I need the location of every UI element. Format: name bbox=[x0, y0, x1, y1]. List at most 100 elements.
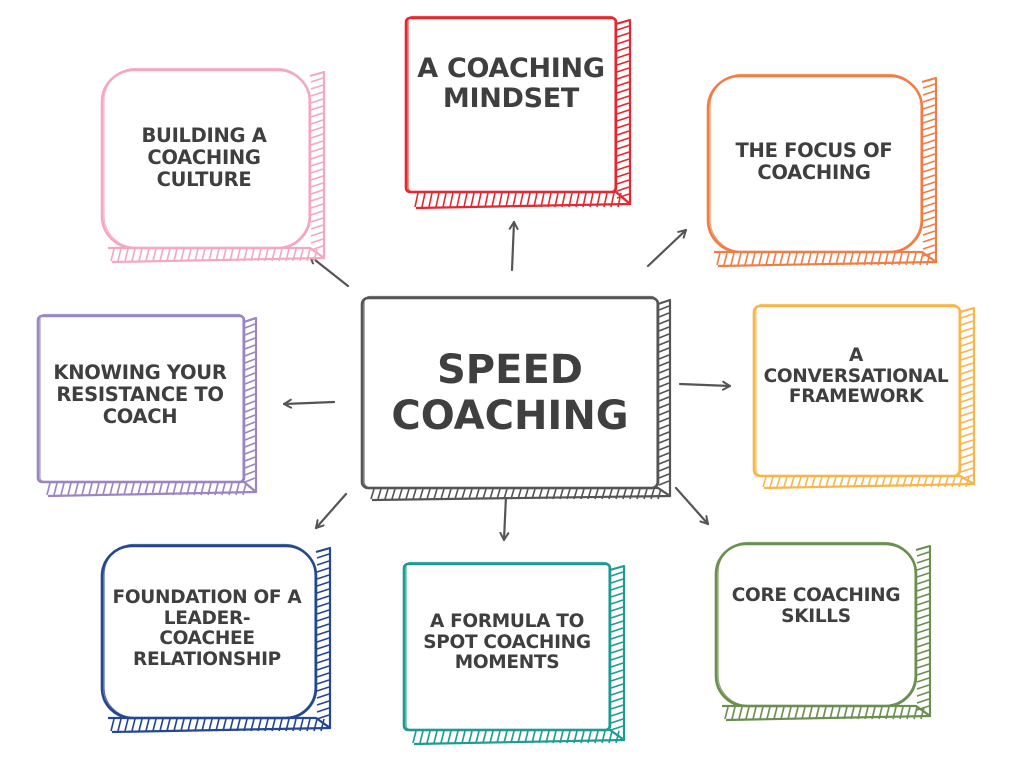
center-box-hatch bbox=[517, 488, 522, 500]
node-box-coaching-mindset-hatch bbox=[575, 192, 580, 208]
node-box-leader-coachee-hatch bbox=[320, 718, 325, 732]
node-box-leader-coachee bbox=[100, 543, 332, 734]
node-box-building-culture-hatch bbox=[131, 248, 136, 262]
node-box-coaching-mindset-hatch bbox=[610, 192, 615, 208]
node-box-leader-coachee-hatch bbox=[316, 714, 330, 720]
node-box-leader-coachee-hatch bbox=[138, 718, 143, 732]
node-box-conversational-framework-hatch bbox=[958, 476, 963, 488]
center-box-hatch bbox=[510, 488, 515, 500]
node-box-knowing-resistance-hatch bbox=[235, 482, 240, 496]
node-box-conversational-framework-hatch bbox=[960, 460, 974, 466]
node-box-leader-coachee-hatch bbox=[131, 718, 136, 732]
node-box-building-culture-hatch bbox=[236, 248, 241, 262]
node-box-leader-coachee-hatch bbox=[306, 718, 311, 732]
node-box-building-culture-hatch bbox=[310, 105, 324, 111]
node-box-knowing-resistance-hatch bbox=[165, 482, 170, 496]
node-box-conversational-framework-hatch bbox=[960, 467, 974, 473]
node-box-knowing-resistance-hatch bbox=[46, 482, 51, 496]
center-box-hatch bbox=[615, 488, 620, 500]
node-box-leader-coachee-hatch bbox=[250, 718, 255, 732]
node-box-conversational-framework-hatch bbox=[960, 425, 974, 431]
node-box-conversational-framework-hatch bbox=[960, 334, 974, 340]
node-box-coaching-mindset-hatch bbox=[484, 192, 489, 208]
node-box-building-culture-hatch bbox=[310, 161, 324, 167]
node-box-core-skills-hatch bbox=[916, 614, 930, 620]
node-box-coaching-mindset-hatch bbox=[616, 53, 630, 59]
center-box-hatch bbox=[658, 431, 670, 437]
node-box-focus-of-coaching-hatch bbox=[800, 252, 805, 266]
node-box-building-culture-front-sketch bbox=[103, 67, 310, 249]
node-box-focus-of-coaching-hatch bbox=[912, 252, 917, 266]
node-box-core-skills bbox=[714, 541, 932, 722]
node-box-formula-moments-hatch bbox=[594, 730, 599, 744]
node-box-conversational-framework-hatch bbox=[769, 476, 774, 488]
node-box-coaching-mindset-hatch bbox=[616, 130, 630, 136]
center-box-hatch bbox=[658, 473, 670, 479]
node-box-coaching-mindset bbox=[404, 15, 632, 210]
node-box-conversational-framework-hatch bbox=[960, 453, 974, 459]
center-box-hatch bbox=[370, 488, 375, 500]
node-box-knowing-resistance bbox=[36, 313, 258, 498]
node-box-conversational-framework-hatch bbox=[960, 313, 974, 319]
center-box-hatch bbox=[658, 445, 670, 451]
node-box-leader-coachee-hatch bbox=[173, 718, 178, 732]
node-box-core-skills-hatch bbox=[787, 706, 792, 720]
node-box-formula-moments-hatch bbox=[433, 730, 438, 744]
node-box-coaching-mindset-hatch bbox=[616, 151, 630, 157]
node-box-building-culture-hatch bbox=[310, 112, 324, 118]
node-box-focus-of-coaching-hatch bbox=[779, 252, 784, 266]
node-box-leader-coachee-front-sketch bbox=[103, 543, 316, 719]
topic-boxes bbox=[36, 15, 976, 746]
center-box-hatch bbox=[496, 488, 501, 500]
node-box-focus-of-coaching-hatch bbox=[905, 252, 910, 266]
node-box-building-culture-hatch bbox=[145, 248, 150, 262]
node-box-focus-of-coaching-hatch bbox=[891, 252, 896, 266]
node-box-core-skills-hatch bbox=[916, 558, 930, 564]
center-box-hatch bbox=[447, 488, 452, 500]
node-box-core-skills-hatch bbox=[752, 706, 757, 720]
node-box-focus-of-coaching-hatch bbox=[922, 244, 936, 250]
node-box-core-skills-hatch bbox=[916, 572, 930, 578]
node-box-building-culture-hatch bbox=[215, 248, 220, 262]
node-box-coaching-mindset-hatch bbox=[616, 109, 630, 115]
center-box-hatch bbox=[594, 488, 599, 500]
center-box-hatch bbox=[658, 417, 670, 423]
node-box-core-skills-hatch bbox=[815, 706, 820, 720]
node-box-formula-moments-hatch bbox=[482, 730, 487, 744]
node-box-conversational-framework-hatch bbox=[783, 476, 788, 488]
node-box-core-skills-hatch bbox=[916, 628, 930, 634]
node-box-coaching-mindset-hatch bbox=[456, 192, 461, 208]
node-box-leader-coachee-hatch bbox=[292, 718, 297, 732]
node-box-focus-of-coaching-hatch bbox=[723, 252, 728, 266]
node-box-formula-moments-hatch bbox=[440, 730, 445, 744]
node-box-core-skills-hatch bbox=[885, 706, 890, 720]
node-box-leader-coachee-hatch bbox=[316, 553, 330, 559]
node-box-building-culture-hatch bbox=[292, 248, 297, 262]
node-box-building-culture-hatch bbox=[194, 248, 199, 262]
node-box-knowing-resistance-hatch bbox=[244, 365, 256, 371]
center-box-hatch bbox=[566, 488, 571, 500]
node-box-conversational-framework-hatch bbox=[960, 474, 974, 480]
node-box-building-culture-hatch bbox=[310, 217, 324, 223]
node-box-knowing-resistance-hatch bbox=[244, 421, 256, 427]
node-box-focus-of-coaching-hatch bbox=[922, 195, 936, 201]
node-box-knowing-resistance-hatch bbox=[244, 351, 256, 357]
node-box-focus-of-coaching-hatch bbox=[835, 252, 840, 266]
node-box-formula-moments-hatch bbox=[610, 648, 624, 654]
node-box-core-skills-hatch bbox=[738, 706, 743, 720]
node-box-coaching-mindset-hatch bbox=[616, 172, 630, 178]
node-box-building-culture-hatch bbox=[310, 140, 324, 146]
node-box-leader-coachee-hatch bbox=[215, 718, 220, 732]
node-box-knowing-resistance-hatch bbox=[244, 400, 256, 406]
arrow-to-core-skills bbox=[674, 486, 710, 526]
node-box-core-skills-hatch bbox=[724, 706, 729, 720]
node-box-core-skills-hatch bbox=[913, 706, 918, 720]
center-box-hatch bbox=[573, 488, 578, 500]
node-box-knowing-resistance-hatch bbox=[244, 379, 256, 385]
node-box-coaching-mindset-hatch bbox=[616, 39, 630, 45]
node-box-coaching-mindset-hatch bbox=[582, 192, 587, 208]
node-box-leader-coachee-hatch bbox=[316, 567, 330, 573]
node-box-focus-of-coaching-hatch bbox=[870, 252, 875, 266]
node-box-knowing-resistance-hatch bbox=[244, 344, 256, 350]
node-box-knowing-resistance-hatch bbox=[244, 456, 256, 462]
